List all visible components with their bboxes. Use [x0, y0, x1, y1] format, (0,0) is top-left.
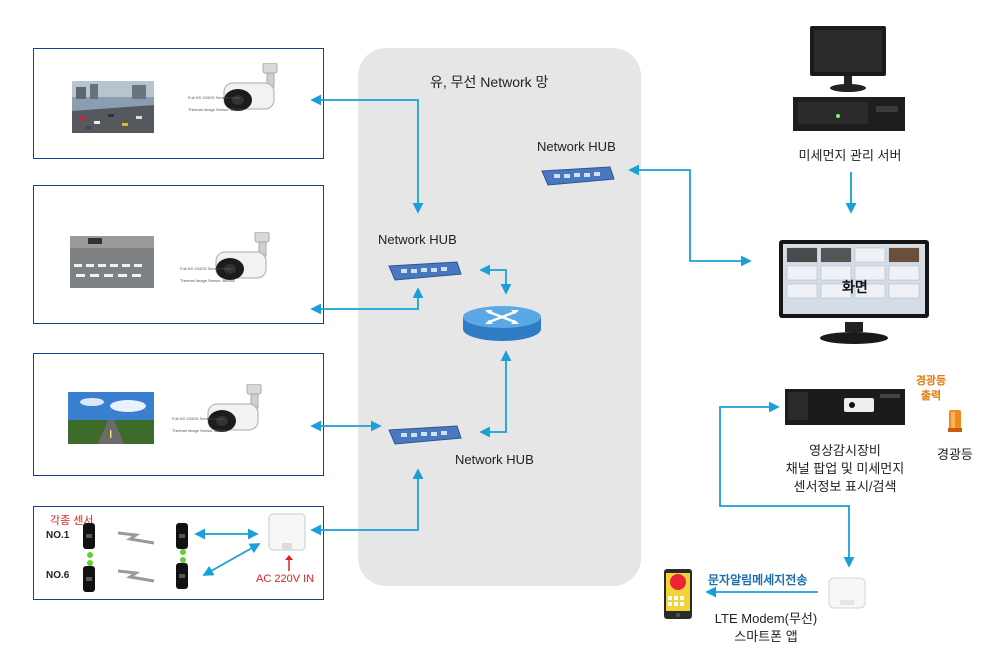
- chain-dot-icon: [86, 552, 94, 571]
- warning-light-label: 경광등: [937, 447, 973, 462]
- sms-label: 문자알림메세지전송: [708, 573, 808, 587]
- link-sensor6-gateway: [202, 543, 261, 576]
- sensor-panel[interactable]: 각종 센서 NO.1 NO.6 AC 220V IN: [33, 506, 324, 600]
- network-zone-title: 유, 무선 Network 망: [430, 74, 549, 90]
- hub-bottom-label: Network HUB: [455, 452, 534, 467]
- server-monitor-icon: [808, 26, 888, 101]
- camera-panel-3[interactable]: Full HD CMOS Sensor Image Thermal Image …: [33, 353, 324, 476]
- warning-output-line1: 경광등: [915, 375, 947, 387]
- dust-sensor-icon: [175, 522, 189, 555]
- dust-sensor-icon: [175, 562, 189, 595]
- link-sensor-hub: [310, 468, 424, 536]
- bullet-camera-icon: [202, 383, 266, 440]
- server-label: 미세먼지 관리 서버: [798, 148, 902, 163]
- bullet-camera-icon: [218, 62, 282, 119]
- link-camera1-hub: [310, 94, 424, 214]
- camera-tag-line1: Full HD CMOS Sensor Image: [188, 95, 241, 100]
- network-hub-top-icon[interactable]: [540, 165, 616, 192]
- traffic-photo-1: [72, 81, 154, 133]
- link-nvr-modem: [719, 401, 855, 568]
- camera-tag-line2: Thermal Image Sensor 385x80: [188, 107, 243, 112]
- camera-panel-1[interactable]: Full HD CMOS Sensor Image Thermal Image …: [33, 48, 324, 159]
- sensors-title: 각종 센서: [50, 515, 94, 527]
- camera-tag-line1: Full HD CMOS Sensor Image: [180, 266, 233, 271]
- wireless-signal-icon: [116, 529, 156, 550]
- camera-panel-2[interactable]: Full HD CMOS Sensor Image Thermal Image …: [33, 185, 324, 324]
- sensor-first-label: NO.1: [46, 530, 70, 541]
- hub-top-label: Network HUB: [537, 139, 616, 154]
- monitor-screen-icon[interactable]: [779, 240, 929, 351]
- power-arrow-icon: [285, 555, 293, 576]
- wireless-signal-icon: [116, 567, 156, 588]
- server-rack-icon: [792, 96, 906, 139]
- smartphone-icon[interactable]: [663, 568, 693, 625]
- warning-light-icon: [948, 408, 962, 437]
- road-photo-2: [70, 236, 154, 288]
- monitor-screen-text: 화면: [842, 279, 868, 295]
- dust-sensor-icon: [82, 522, 96, 555]
- dust-sensor-icon: [82, 565, 96, 598]
- sensor-last-label: NO.6: [46, 570, 70, 581]
- camera-tag-line2: Thermal Image Sensor 385x80: [172, 428, 227, 433]
- highway-photo-3: [68, 392, 154, 444]
- bullet-camera-icon: [210, 231, 274, 288]
- warning-output-line2: 출력: [920, 390, 942, 402]
- router-icon[interactable]: [461, 305, 543, 348]
- link-camera2-hub: [310, 287, 424, 315]
- hub-middle-label: Network HUB: [378, 232, 457, 247]
- camera-tag-line2: Thermal Image Sensor 385x80: [180, 278, 235, 283]
- power-label: AC 220V IN: [256, 573, 315, 585]
- modem-line1: LTE Modem(무선): [714, 611, 818, 626]
- network-hub-middle-icon[interactable]: [387, 260, 463, 287]
- network-hub-bottom-icon[interactable]: [387, 424, 463, 451]
- link-router-hub: [479, 350, 512, 438]
- gateway-box-icon: [268, 513, 306, 558]
- link-hub-router: [479, 264, 512, 295]
- modem-line2: 스마트폰 앱: [734, 629, 798, 644]
- camera-tag-line1: Full HD CMOS Sensor Image: [172, 416, 225, 421]
- chain-dot-icon: [179, 549, 187, 568]
- link-hub-monitor: [628, 164, 752, 267]
- lte-modem-icon[interactable]: [828, 576, 866, 615]
